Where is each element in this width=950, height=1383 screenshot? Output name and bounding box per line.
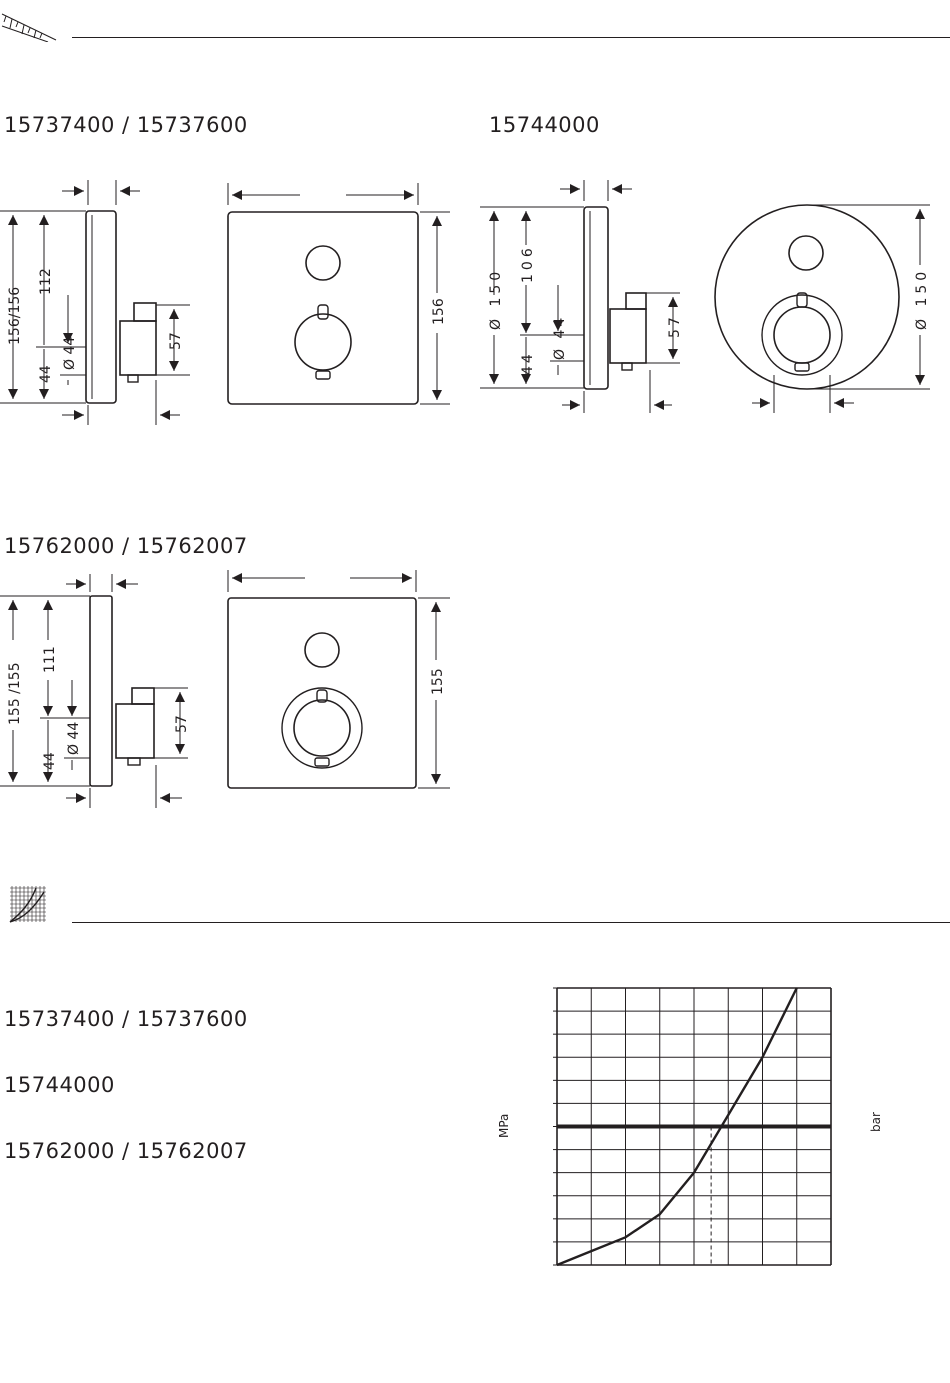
dimensions-section-icon bbox=[0, 6, 60, 42]
section-rule-bottom bbox=[72, 922, 950, 923]
model-c-155-label: 155 bbox=[430, 668, 446, 695]
flow-chart: MPa bar bbox=[480, 970, 900, 1280]
model-c-57-label: 57 bbox=[174, 715, 190, 733]
model-a-44-label: 44 bbox=[38, 365, 54, 383]
model-c-dia44-label: Ø 44 bbox=[66, 722, 82, 755]
chart-ylabel-left: MPa bbox=[497, 1114, 511, 1138]
model-a-label: 15737400 / 15737600 bbox=[4, 113, 248, 137]
model-b-106-label: 106 bbox=[520, 244, 536, 283]
model-b-dia150-front-label: Ø 150 bbox=[914, 268, 930, 330]
model-a-112-label: 112 bbox=[38, 268, 54, 295]
chart-ylabel-right: bar bbox=[869, 1112, 883, 1132]
model-c-drawing: 155 /155 111 Ø 44 44 57 155 bbox=[0, 570, 460, 815]
model-c-44-label: 44 bbox=[42, 752, 58, 770]
ruler-icon bbox=[0, 6, 60, 42]
model-b-label: 15744000 bbox=[489, 113, 600, 137]
model-a-dia44-label: Ø 44 bbox=[62, 337, 78, 370]
flow-item-2: 15744000 bbox=[4, 1073, 115, 1097]
model-b-dia44-label: Ø 44 bbox=[552, 315, 568, 360]
flow-item-3: 15762000 / 15762007 bbox=[4, 1139, 248, 1163]
section-rule-top bbox=[72, 37, 950, 38]
model-b-dia150-side-label: Ø 150 bbox=[488, 268, 504, 330]
model-a-height-label: 156/156 bbox=[7, 287, 23, 345]
model-b-44-label: 44 bbox=[520, 351, 536, 375]
flow-item-1: 15737400 / 15737600 bbox=[4, 1007, 248, 1031]
model-b-drawing: Ø 150 106 Ø 44 44 57 Ø 150 bbox=[480, 175, 950, 435]
flow-graph-icon bbox=[8, 884, 48, 924]
model-a-drawing: 156/156 112 Ø 44 44 57 156 bbox=[0, 175, 460, 435]
model-c-height-label: 155 /155 bbox=[7, 662, 23, 725]
model-c-label: 15762000 / 15762007 bbox=[4, 534, 248, 558]
model-c-111-label: 111 bbox=[42, 646, 58, 673]
model-b-57-label: 57 bbox=[667, 314, 683, 338]
flow-section-icon bbox=[8, 884, 48, 924]
model-a-57-label: 57 bbox=[168, 332, 184, 350]
model-a-156-label: 156 bbox=[431, 298, 447, 325]
